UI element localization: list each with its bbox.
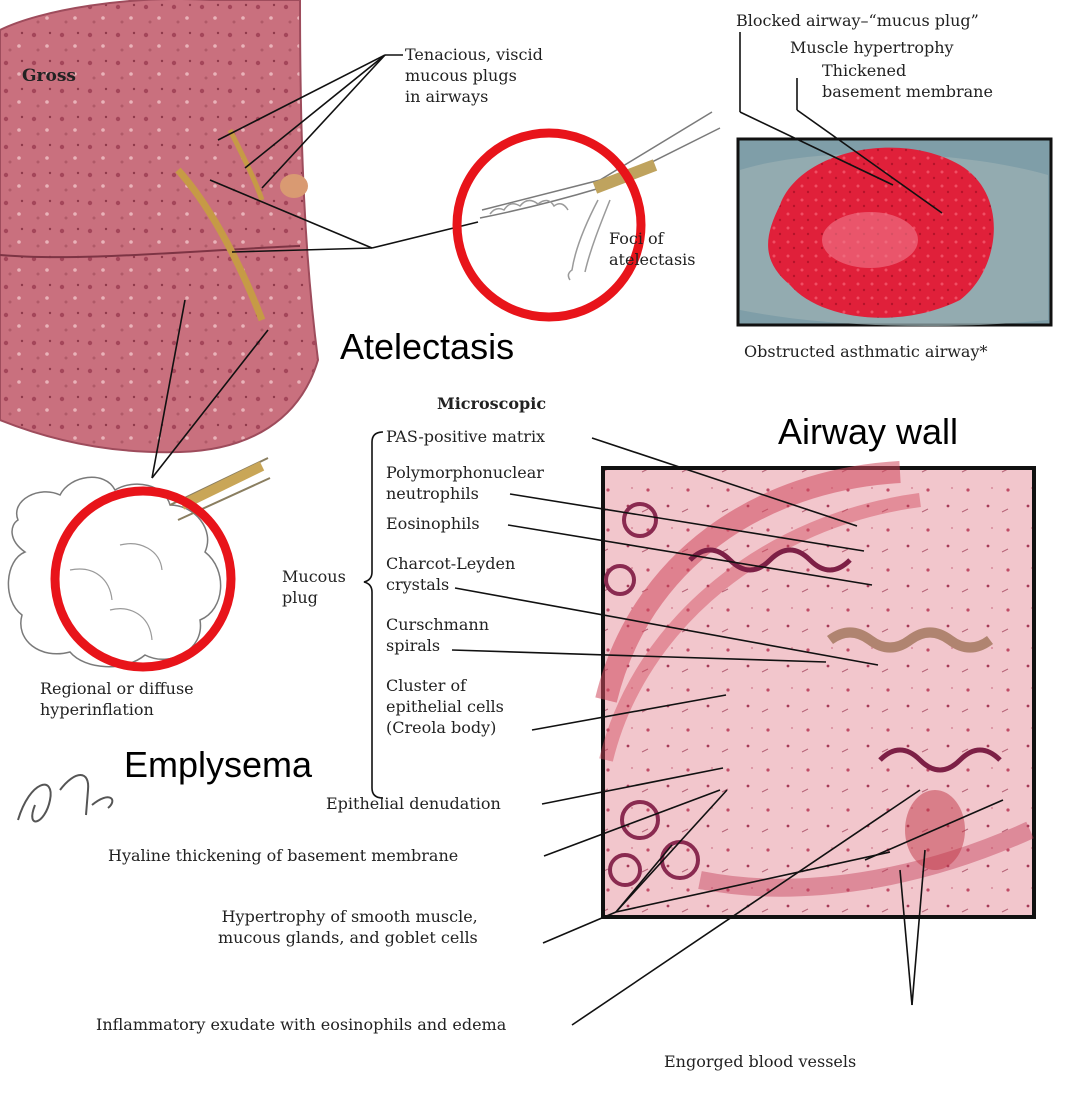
section-microscopic: Microscopic	[437, 394, 546, 414]
label-mucous-plug-group: Mucous plug	[282, 566, 346, 608]
label-curschmann: Curschmann spirals	[386, 614, 489, 656]
label-engorged-vessels: Engorged blood vessels	[664, 1052, 856, 1072]
label-hyperinflation: Regional or diffuse hyperinflation	[40, 678, 194, 720]
label-thickened-basement: Thickened basement membrane	[822, 60, 993, 102]
signature-mark	[18, 775, 112, 821]
label-obstructed-airway: Obstructed asthmatic airway*	[744, 342, 988, 362]
label-hyaline-thickening: Hyaline thickening of basement membrane	[108, 846, 458, 866]
label-hypertrophy: Hypertrophy of smooth muscle, mucous gla…	[218, 906, 478, 948]
label-mucous-plugs: Tenacious, viscid mucous plugs in airway…	[405, 44, 543, 107]
label-muscle-hypertrophy: Muscle hypertrophy	[790, 38, 954, 58]
label-eosinophils: Eosinophils	[386, 514, 480, 534]
label-pas-matrix: PAS-positive matrix	[386, 427, 545, 447]
atelectasis-annotation-circle	[457, 133, 641, 317]
label-creola-body: Cluster of epithelial cells (Creola body…	[386, 675, 504, 738]
label-epithelial-denudation: Epithelial denudation	[326, 794, 501, 814]
obstructed-airway-photo	[738, 139, 1051, 326]
annotation-airway-wall: Airway wall	[778, 412, 958, 452]
mucous-plug-bracket	[364, 432, 383, 798]
annotation-atelectasis: Atelectasis	[340, 327, 514, 367]
label-charcot-leyden: Charcot-Leyden crystals	[386, 553, 515, 595]
label-blocked-airway: Blocked airway–“mucus plug”	[736, 11, 979, 31]
label-neutrophils: Polymorphonuclear neutrophils	[386, 462, 544, 504]
annotation-emphysema: Emplysema	[124, 745, 312, 785]
label-inflammatory-exudate: Inflammatory exudate with eosinophils an…	[96, 1015, 506, 1035]
section-gross: Gross	[22, 66, 76, 86]
label-atelectasis-foci: Foci of atelectasis	[609, 228, 696, 270]
